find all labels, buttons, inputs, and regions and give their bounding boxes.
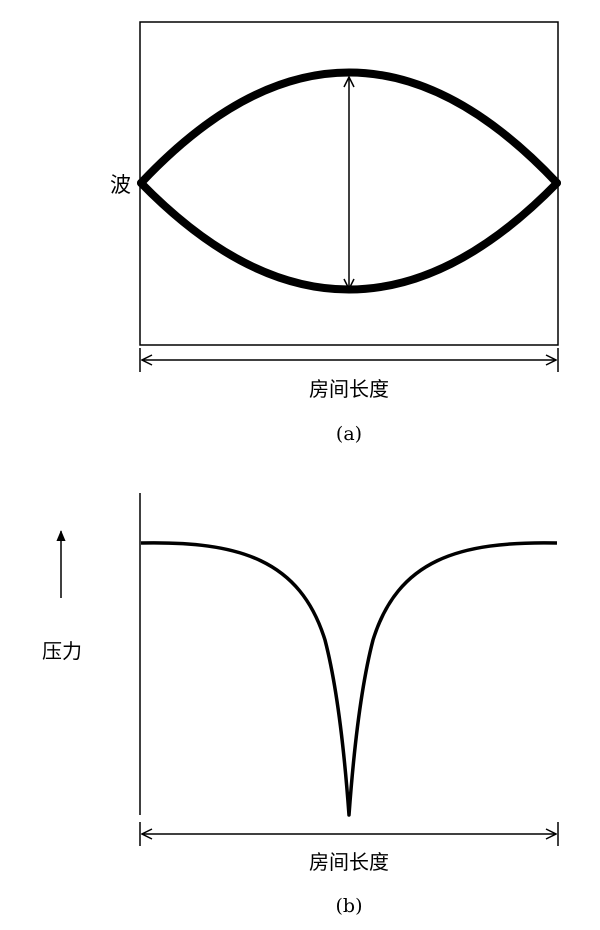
caption-b: (b): [336, 895, 363, 917]
room-length-label-b: 房间长度: [309, 850, 389, 874]
panel-b: 压力 房间长度 (b): [42, 493, 559, 917]
panel-a: 波 房间长度 (a): [110, 21, 561, 445]
room-length-label: 房间长度: [309, 377, 389, 401]
pressure-curve: [140, 541, 558, 817]
wave-label: 波: [110, 173, 131, 197]
wave-upper-curve: [137, 68, 561, 187]
caption-a: (a): [336, 423, 362, 445]
pressure-label: 压力: [42, 639, 82, 663]
